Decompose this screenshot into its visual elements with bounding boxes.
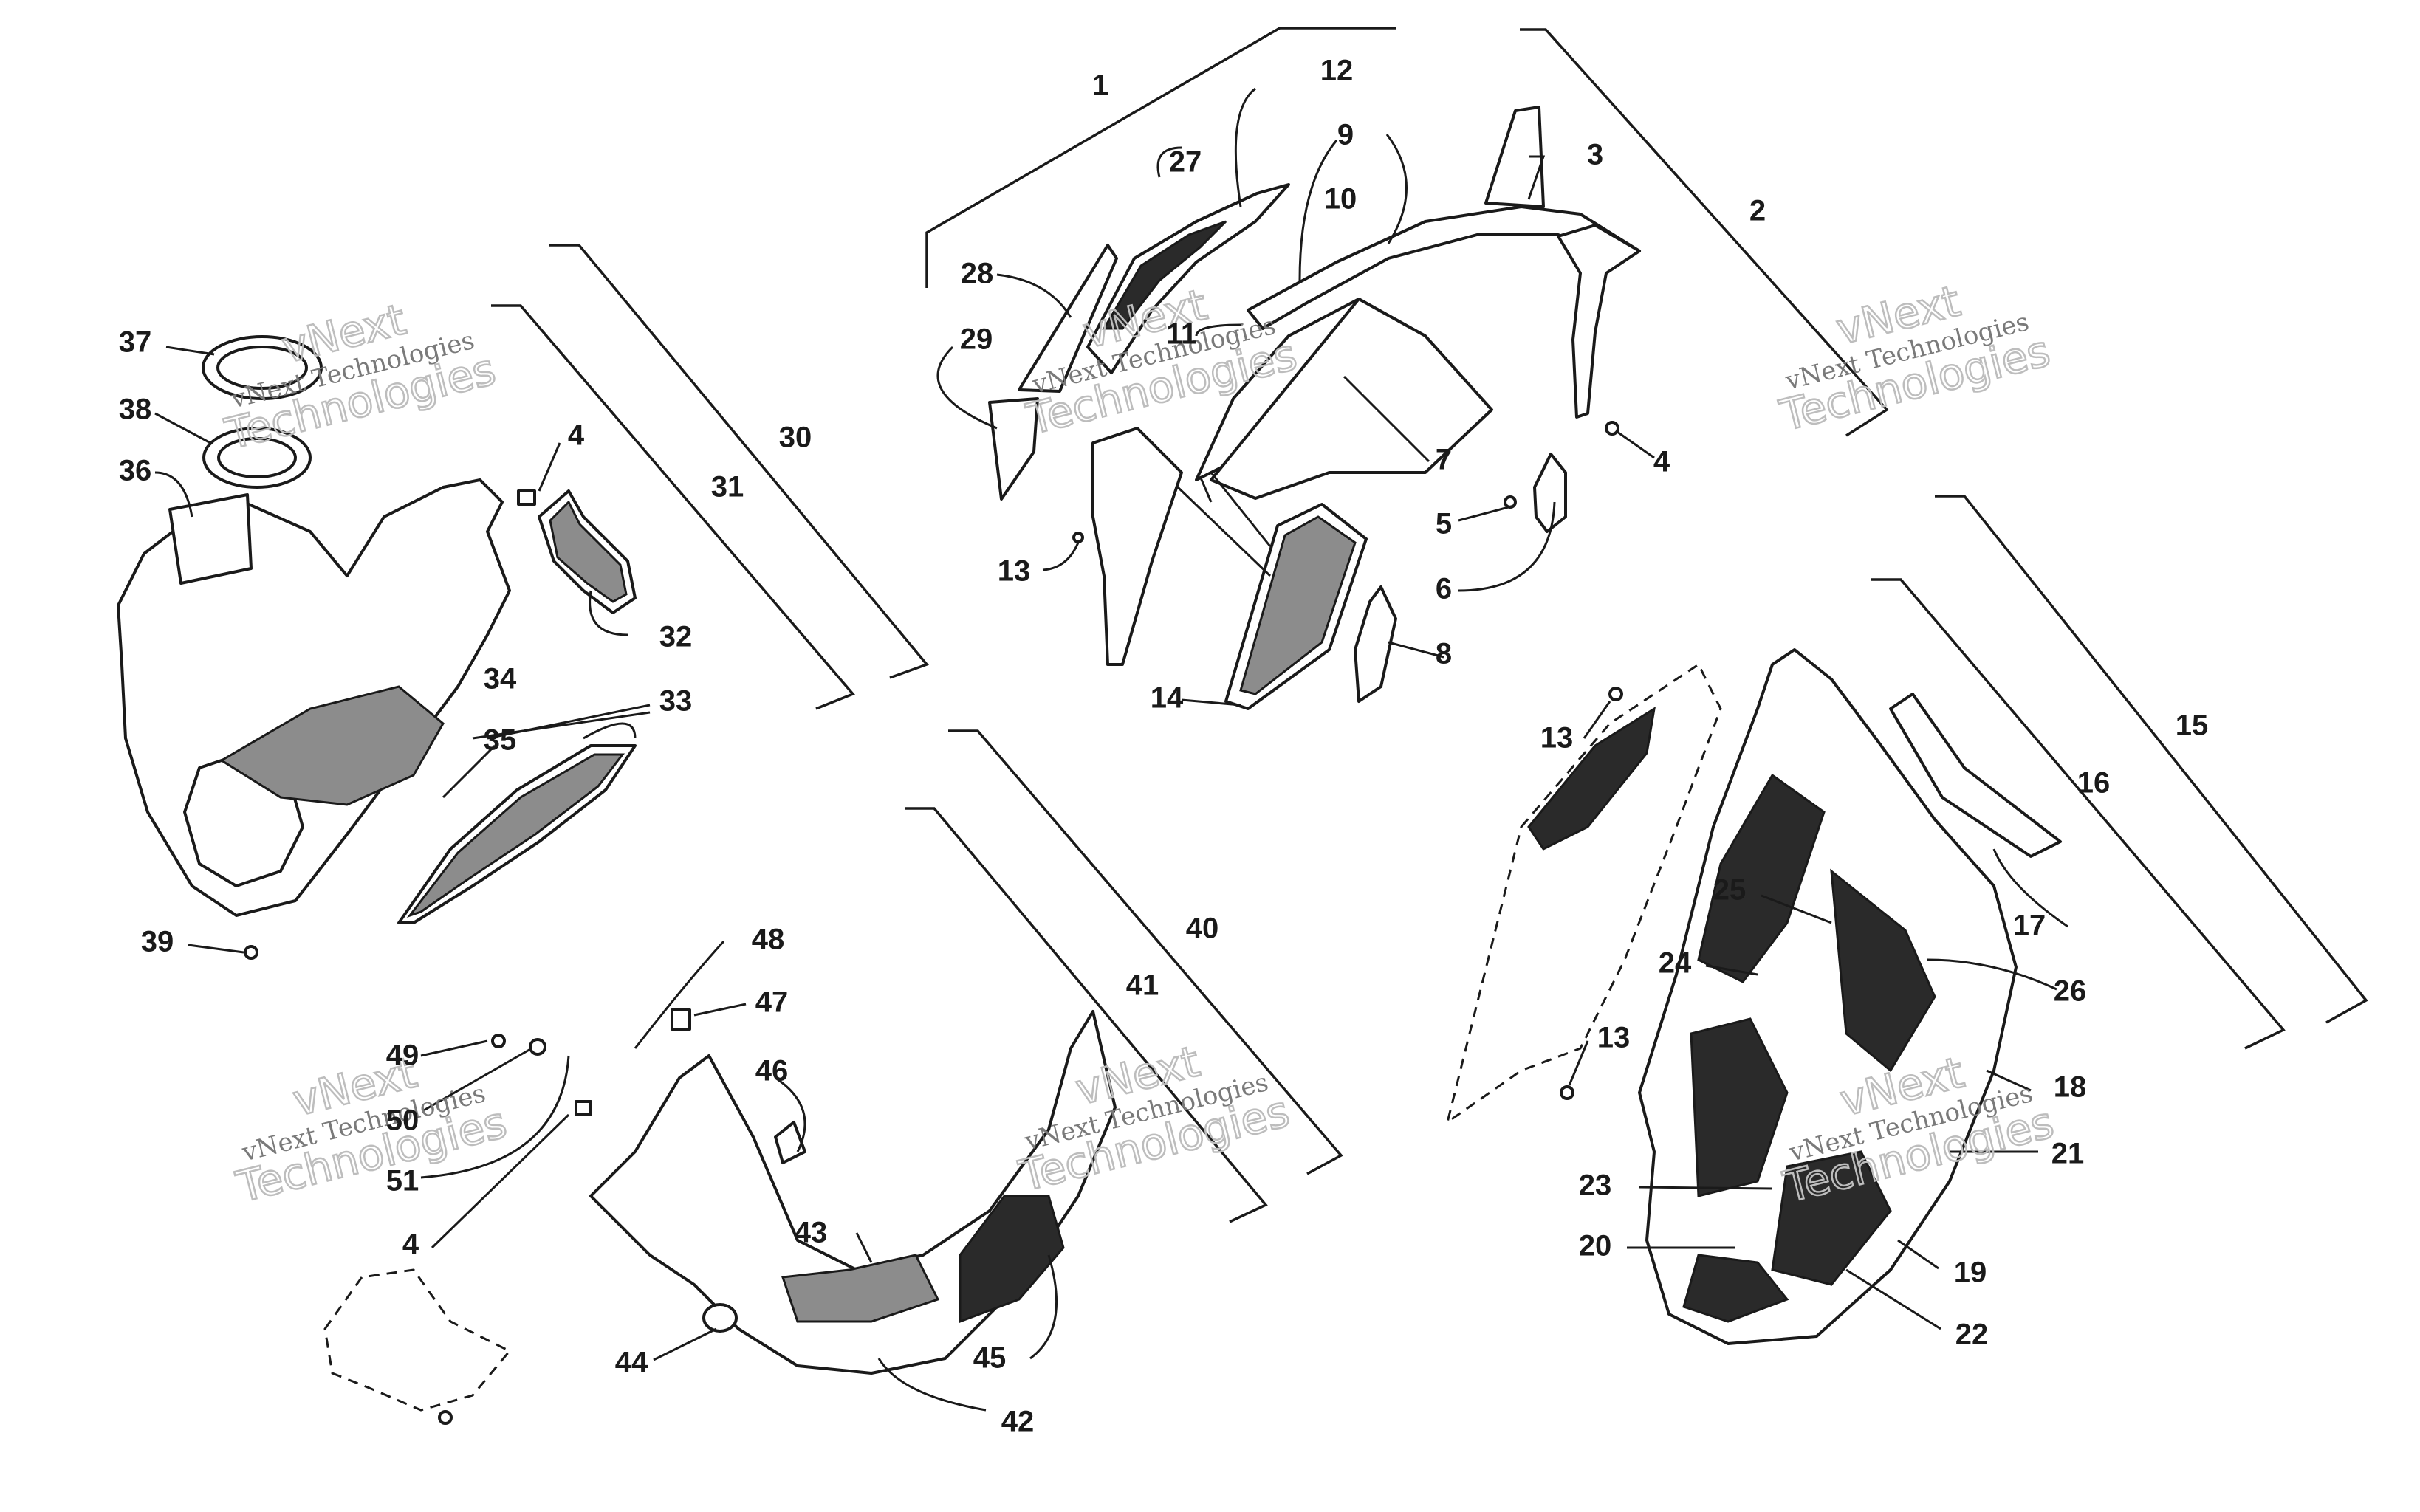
- callout-label: 12: [1320, 55, 1354, 87]
- callout-label: 20: [1579, 1230, 1612, 1262]
- callout-label: 22: [1955, 1319, 1989, 1351]
- callout-label: 4: [402, 1228, 419, 1261]
- callout-label: 42: [1001, 1406, 1035, 1438]
- callout-label: 48: [752, 924, 785, 956]
- callout-label: 44: [615, 1347, 648, 1379]
- callout-label: 36: [119, 455, 152, 487]
- watermark-top-right: vNext vNext Technologies Technologies: [1774, 275, 2055, 441]
- callout-label: 23: [1579, 1169, 1612, 1202]
- callout-label: 4: [568, 419, 585, 452]
- callout-label: 25: [1713, 874, 1747, 907]
- watermark-bottom-center: vNext vNext Technologies Technologies: [1013, 1035, 1295, 1202]
- callout-label: 1: [1092, 69, 1108, 102]
- callout-label: 9: [1337, 119, 1354, 151]
- callout-label: 27: [1169, 146, 1202, 179]
- watermark-bottom-left: vNext vNext Technologies Technologies: [230, 1046, 512, 1213]
- upper-center-assembly: [988, 106, 1641, 710]
- callout-label: 26: [2054, 975, 2087, 1008]
- left-side-panel-assembly: [117, 335, 637, 960]
- callout-label: 33: [659, 685, 693, 718]
- callout-label: 11: [1166, 318, 1197, 351]
- callout-label: 2: [1749, 195, 1766, 227]
- callout-label: 13: [998, 555, 1031, 588]
- callout-label: 40: [1186, 913, 1219, 945]
- callout-label: 41: [1126, 969, 1159, 1002]
- callout-label: 50: [386, 1104, 419, 1137]
- callout-label: 19: [1954, 1257, 1987, 1289]
- callout-label: 5: [1436, 508, 1452, 540]
- callout-label: 45: [973, 1342, 1007, 1375]
- callout-label: 24: [1659, 947, 1692, 980]
- callout-labels: 1 2 3 4 4 4 5 6 7 8 9 10 11 12 13 13 13 …: [119, 55, 2209, 1438]
- callout-label: 30: [779, 422, 812, 454]
- callout-label: 13: [1540, 722, 1574, 755]
- callout-label: 32: [659, 621, 693, 653]
- callout-label: 37: [119, 326, 152, 359]
- callout-label: 29: [960, 323, 993, 356]
- lower-center-assembly: [323, 1008, 1117, 1425]
- callout-label: 4: [1653, 446, 1670, 478]
- callout-label: 49: [386, 1040, 419, 1072]
- callout-label: 31: [711, 471, 744, 504]
- callout-label: 21: [2051, 1138, 2085, 1170]
- callout-label: 46: [755, 1055, 789, 1087]
- callout-label: 17: [2013, 910, 2046, 942]
- callout-label: 34: [484, 663, 517, 695]
- callout-label: 51: [386, 1165, 419, 1197]
- callout-label: 8: [1436, 638, 1452, 670]
- right-nose-assembly: [1445, 648, 2062, 1345]
- callout-label: 3: [1587, 139, 1603, 171]
- callout-label: 38: [119, 394, 152, 426]
- callout-label: 7: [1436, 444, 1452, 476]
- callout-label: 39: [141, 926, 174, 958]
- callout-label: 13: [1597, 1022, 1631, 1054]
- callout-label: 43: [795, 1217, 828, 1249]
- callout-label: 10: [1324, 183, 1357, 216]
- callout-label: 14: [1151, 682, 1184, 715]
- callout-label: 16: [2077, 767, 2111, 800]
- callout-label: 18: [2054, 1071, 2087, 1104]
- callout-label: 15: [2176, 709, 2209, 742]
- callout-label: 6: [1436, 573, 1452, 605]
- callout-label: 35: [484, 724, 517, 757]
- callout-label: 47: [755, 986, 789, 1019]
- callout-label: 28: [961, 258, 994, 290]
- leader-lines: [154, 87, 2068, 1412]
- assembly-brackets: [491, 27, 2368, 1223]
